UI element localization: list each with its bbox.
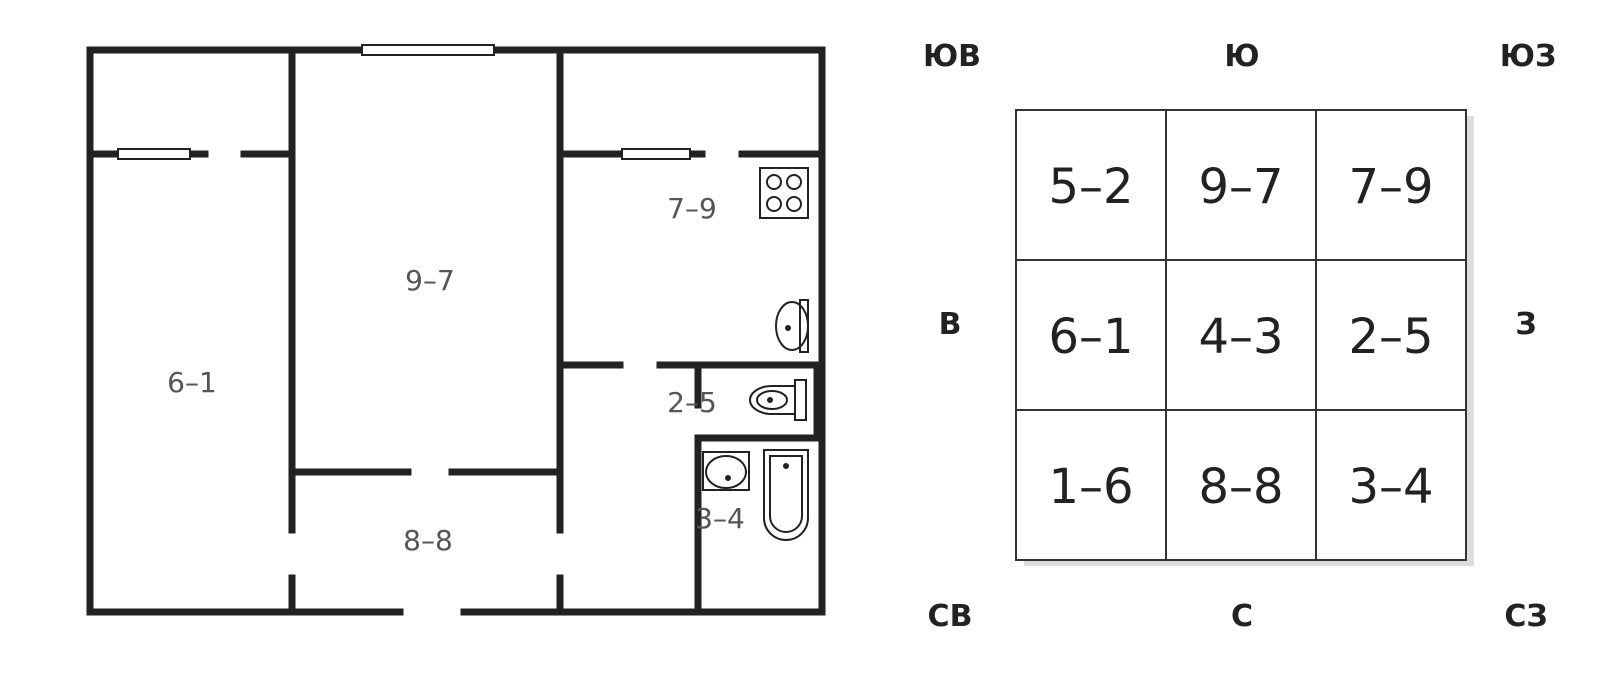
grid-frame <box>1015 109 1467 561</box>
grid-cell: 5–2 <box>1048 159 1133 215</box>
window-balcony-right <box>621 148 691 160</box>
direction-northwest: СЗ <box>1504 599 1547 634</box>
direction-southwest: ЮЗ <box>1500 39 1557 74</box>
room-label-toilet: 2–5 <box>667 386 717 419</box>
toilet-icon <box>749 379 807 421</box>
window-balcony-left <box>117 148 191 160</box>
grid-cell: 4–3 <box>1198 309 1283 365</box>
room-labels: 6–1 9–7 7–9 2–5 3–4 8–8 <box>167 192 745 557</box>
floor-plan <box>86 46 826 616</box>
direction-west: З <box>1515 307 1536 342</box>
fixtures <box>702 167 809 541</box>
windows <box>117 44 691 160</box>
bagua-grid: 5–2 9–7 7–9 6–1 4–3 2–5 1–6 8–8 3–4 <box>1015 109 1474 566</box>
direction-northeast: СВ <box>928 599 973 634</box>
direction-south: Ю <box>1224 39 1259 74</box>
grid-cell: 2–5 <box>1348 309 1433 365</box>
grid-cell: 9–7 <box>1198 159 1283 215</box>
bathtub-icon <box>763 449 809 541</box>
grid-cell: 8–8 <box>1198 459 1283 515</box>
room-label-hallway: 8–8 <box>403 524 453 557</box>
room-label-kitchen: 7–9 <box>667 192 717 225</box>
direction-east: В <box>939 307 962 342</box>
direction-southeast: ЮВ <box>923 39 981 74</box>
grid-cell: 3–4 <box>1348 459 1433 515</box>
window-top <box>361 44 495 56</box>
direction-north: С <box>1231 599 1253 634</box>
room-label-bedroom: 6–1 <box>167 366 217 399</box>
room-label-living: 9–7 <box>405 264 455 297</box>
grid-cell: 6–1 <box>1048 309 1133 365</box>
room-label-bathroom: 3–4 <box>695 502 745 535</box>
kitchen-sink-icon <box>775 299 809 353</box>
washbasin-icon <box>702 451 750 491</box>
direction-labels: ЮВ Ю ЮЗ В З СВ С СЗ <box>923 39 1556 634</box>
grid-cell: 7–9 <box>1348 159 1433 215</box>
stove-icon <box>759 167 809 219</box>
grid-cell: 1–6 <box>1048 459 1133 515</box>
